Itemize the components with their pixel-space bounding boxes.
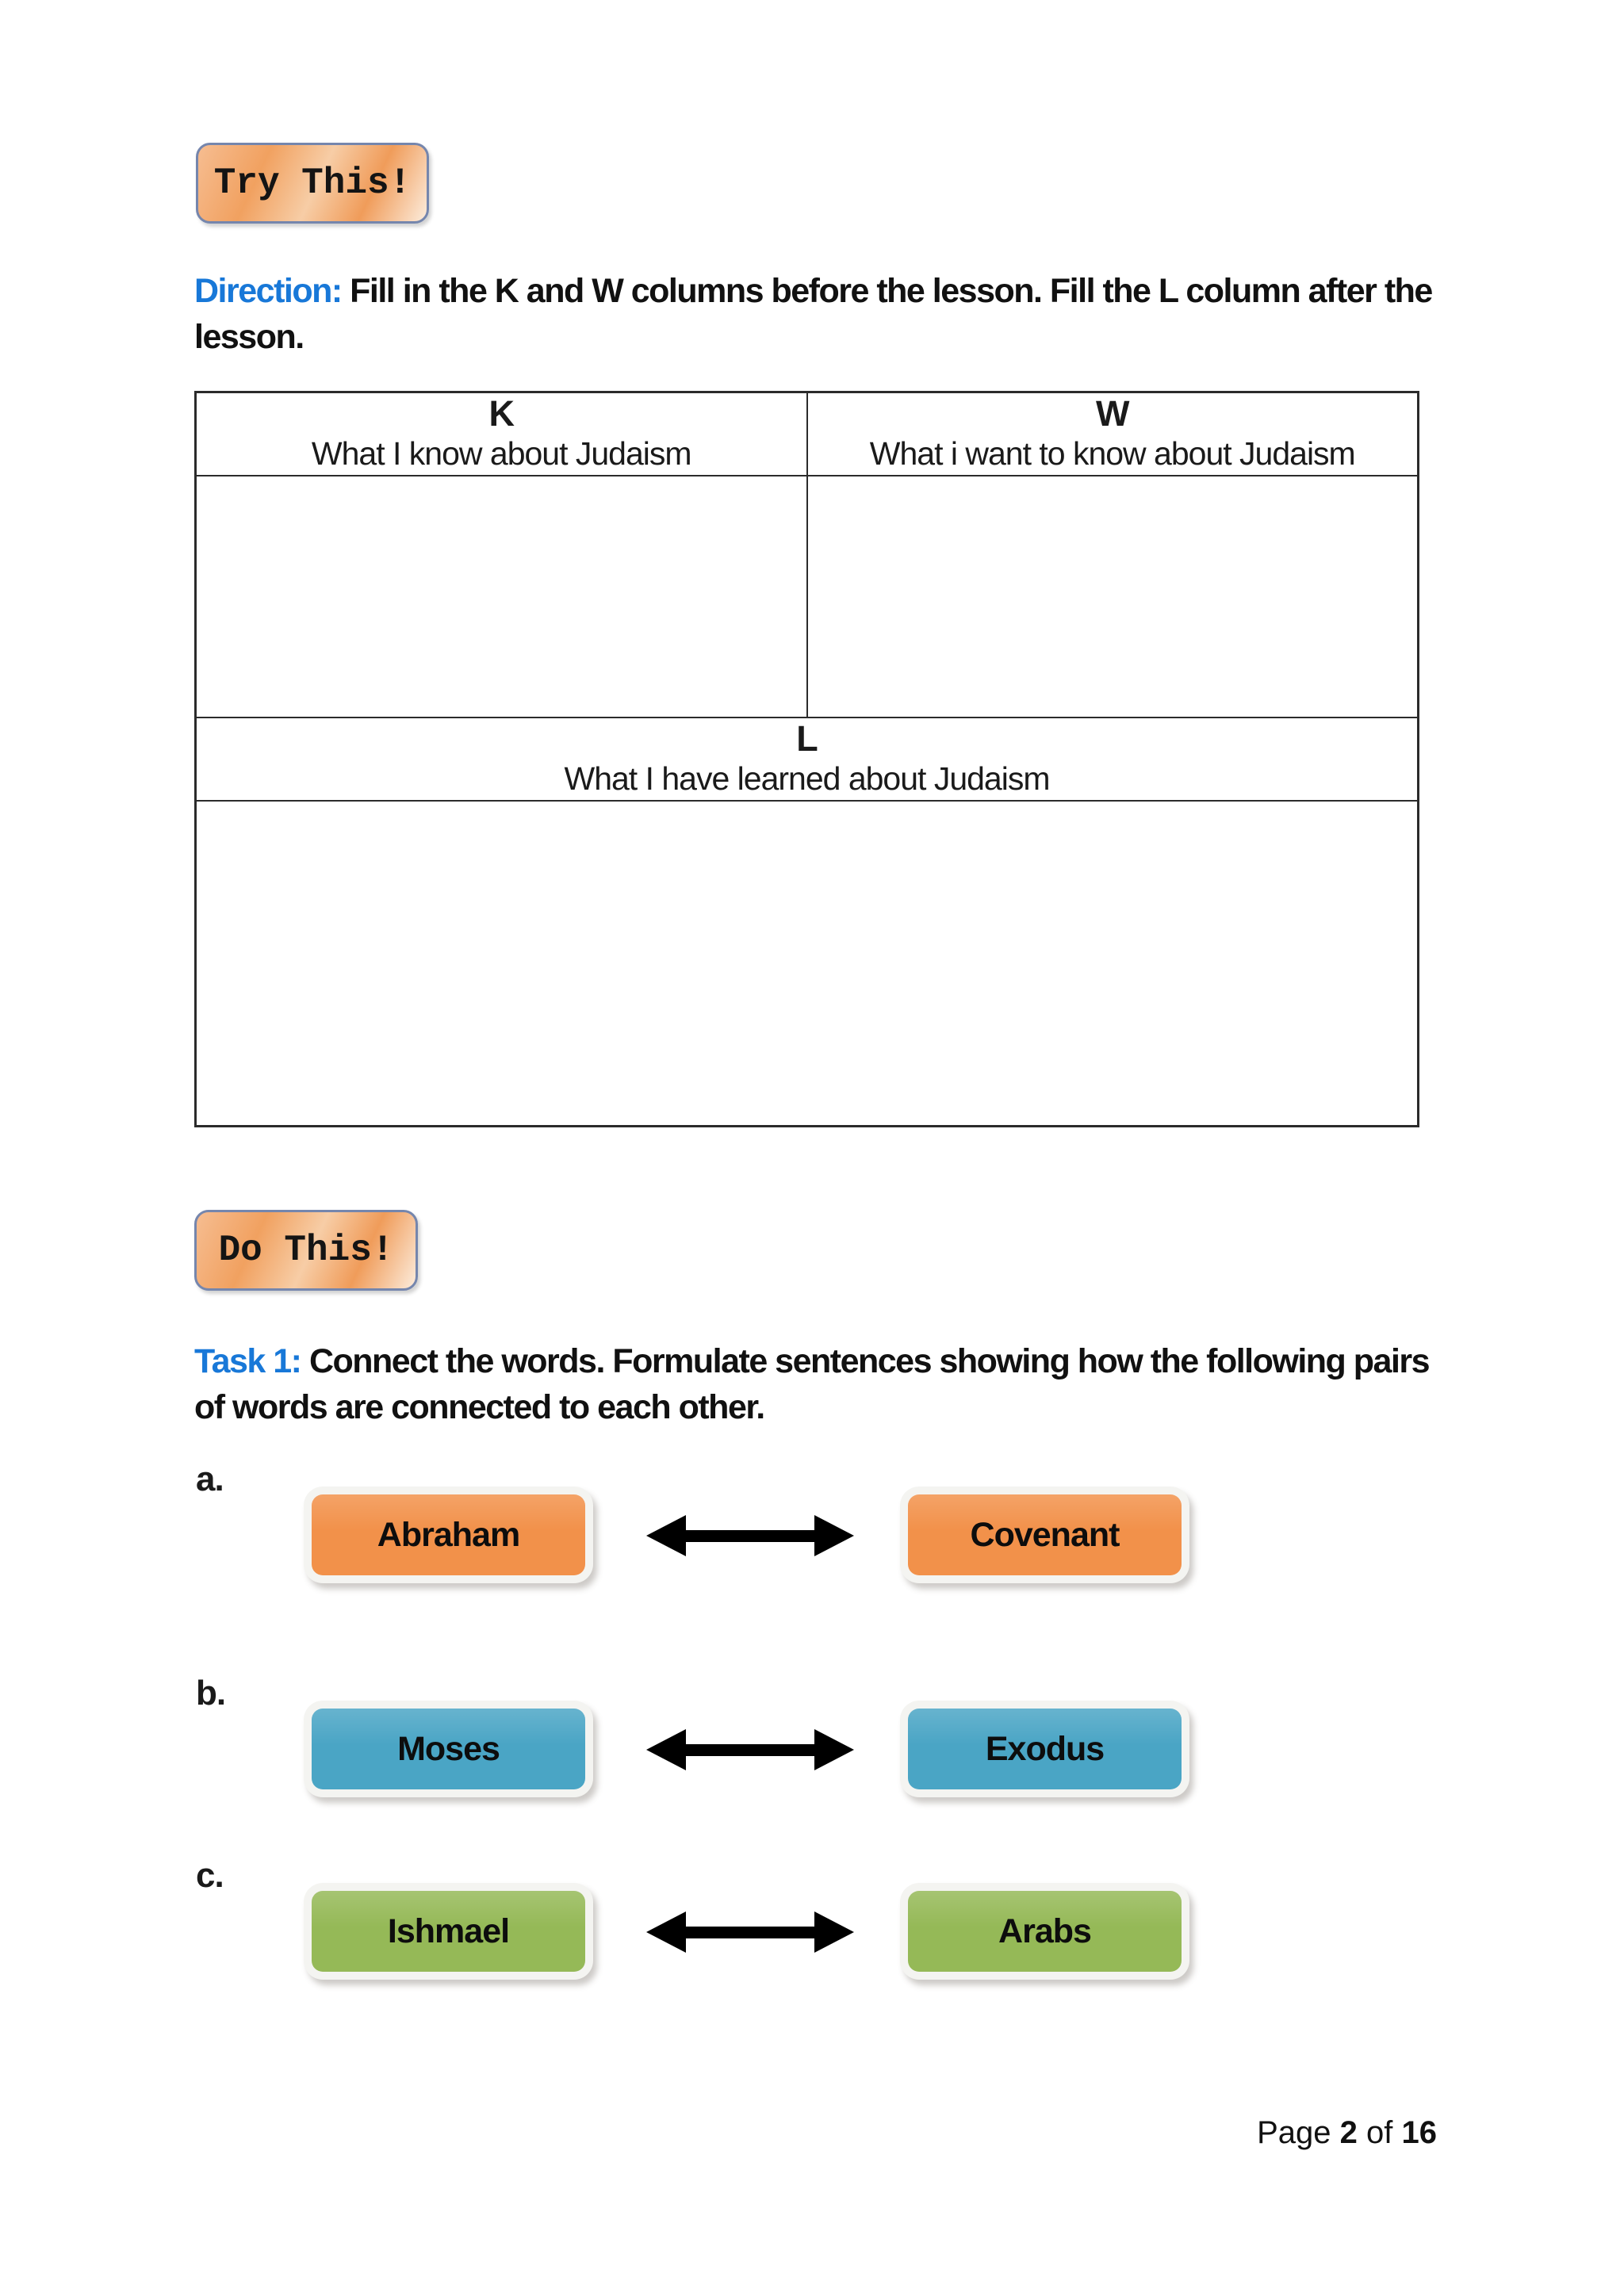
l-subtitle: What I have learned about Judaism <box>564 760 1051 797</box>
do-this-badge: Do This! <box>194 1210 418 1291</box>
arrow-shaft <box>686 1743 814 1756</box>
do-this-label: Do This! <box>218 1230 394 1271</box>
arrow-right-head <box>814 1729 854 1770</box>
word-box-left: Ishmael <box>304 1883 593 1980</box>
word-box-left-label: Abraham <box>312 1494 585 1575</box>
double-arrow-icon <box>646 1729 854 1770</box>
direction-text: Fill in the K and W columns before the l… <box>194 272 1433 357</box>
word-box-right-label: Arabs <box>908 1891 1182 1972</box>
word-box-right: Arabs <box>900 1883 1189 1980</box>
arrow-right-head <box>814 1515 854 1556</box>
word-box-left: Abraham <box>304 1487 593 1583</box>
l-answer-area <box>197 802 1417 1125</box>
task1-text: Connect the words. Formulate sentences s… <box>194 1342 1431 1427</box>
word-pair-row: a. Abraham Covenant <box>194 1455 1435 1621</box>
task1-paragraph: Task 1: Connect the words. Formulate sen… <box>194 1338 1435 1430</box>
word-box-left: Moses <box>304 1701 593 1797</box>
task1-label: Task 1: <box>194 1342 302 1380</box>
footer-page-number: 2 <box>1339 2115 1358 2150</box>
word-box-right: Covenant <box>900 1487 1189 1583</box>
word-box-left-label: Moses <box>312 1709 585 1789</box>
kwl-answer-row <box>197 476 1417 718</box>
arrow-left-head <box>646 1515 686 1556</box>
k-header-cell: K What I know about Judaism <box>197 393 808 475</box>
footer-page-total: 16 <box>1401 2115 1438 2150</box>
footer-page-prefix: Page <box>1257 2115 1331 2150</box>
footer-of: of <box>1366 2115 1393 2150</box>
k-letter: K <box>488 393 515 434</box>
k-answer-area <box>197 476 808 717</box>
kwl-table: K What I know about Judaism W What i wan… <box>194 391 1419 1127</box>
word-pair-row: c. Ishmael Arabs <box>194 1851 1435 2018</box>
arrow-left-head <box>646 1729 686 1770</box>
k-subtitle: What I know about Judaism <box>311 434 692 472</box>
double-arrow-icon <box>646 1515 854 1556</box>
arrow-shaft <box>686 1529 814 1542</box>
try-this-badge: Try This! <box>196 143 429 224</box>
pair-item-letter: b. <box>196 1674 226 1712</box>
word-box-right-label: Covenant <box>908 1494 1182 1575</box>
page-footer: Page 2 of 16 <box>194 2115 1437 2151</box>
w-header-cell: W What i want to know about Judaism <box>808 393 1418 475</box>
direction-label: Direction: <box>194 272 343 310</box>
try-this-label: Try This! <box>213 163 412 204</box>
word-box-right-label: Exodus <box>908 1709 1182 1789</box>
l-answer-row <box>197 802 1417 1125</box>
l-header-row: L What I have learned about Judaism <box>197 718 1417 802</box>
direction-paragraph: Direction: Fill in the K and W columns b… <box>194 268 1435 360</box>
w-answer-area <box>808 476 1418 717</box>
l-letter: L <box>796 718 818 760</box>
pair-item-letter: c. <box>196 1856 224 1895</box>
kwl-header-row: K What I know about Judaism W What i wan… <box>197 393 1417 476</box>
double-arrow-icon <box>646 1911 854 1953</box>
pair-item-letter: a. <box>196 1460 224 1498</box>
w-letter: W <box>1096 393 1129 434</box>
word-box-right: Exodus <box>900 1701 1189 1797</box>
arrow-left-head <box>646 1911 686 1953</box>
w-subtitle: What i want to know about Judaism <box>869 434 1356 472</box>
word-box-left-label: Ishmael <box>312 1891 585 1972</box>
arrow-right-head <box>814 1911 854 1953</box>
arrow-shaft <box>686 1926 814 1938</box>
word-pair-row: b. Moses Exodus <box>194 1669 1435 1835</box>
l-header-cell: L What I have learned about Judaism <box>197 718 1417 800</box>
